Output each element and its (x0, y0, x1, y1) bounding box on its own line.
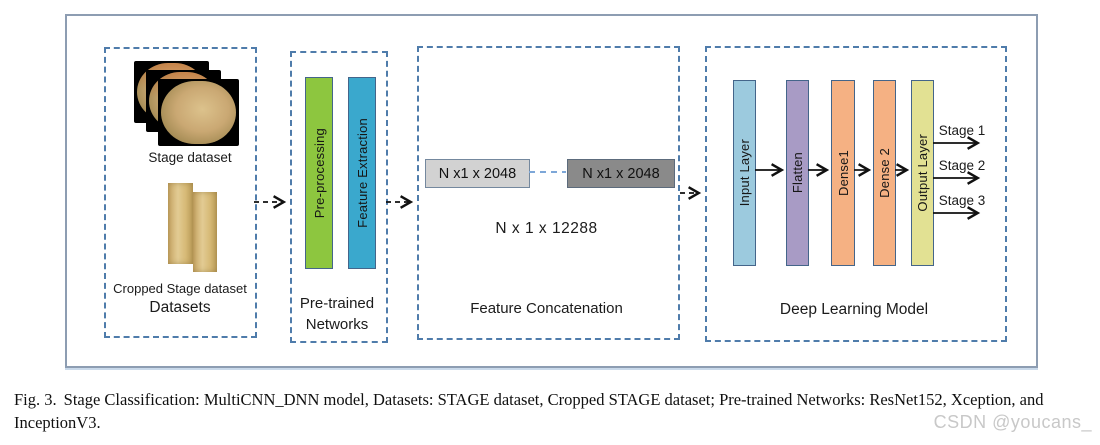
cropped-dataset-label: Cropped Stage dataset (113, 281, 247, 296)
cropped-strip (193, 192, 217, 272)
retina-blob (161, 81, 236, 144)
feature-block-right: N x1 x 2048 (567, 159, 675, 188)
preprocessing-bar: Pre-processing (305, 77, 333, 269)
layer-bar-flatten: Flatten (786, 80, 809, 266)
cropped-strip (168, 183, 193, 264)
layer-label-dense2: Dense 2 (877, 148, 892, 198)
pretrained-networks-box (290, 51, 388, 343)
layer-label-flatten: Flatten (790, 152, 805, 194)
pretrained-title-line1: Pre-trained (299, 295, 375, 312)
datasets-title: Datasets (149, 299, 211, 316)
datasets-box (104, 47, 257, 338)
layer-bar-output: Output Layer (911, 80, 934, 266)
stage-output-label: Stage 1 (938, 123, 986, 138)
deep-learning-title: Deep Learning Model (779, 301, 929, 318)
preprocessing-label: Pre-processing (311, 127, 327, 219)
feature-extraction-bar: Feature Extraction (348, 77, 376, 269)
feature-concatenation-box (417, 46, 680, 340)
feature-block-left: N x1 x 2048 (425, 159, 530, 188)
layer-label-dense1: Dense1 (835, 149, 851, 196)
stage-output-label: Stage 2 (938, 158, 986, 173)
pretrained-title-line2: Networks (305, 316, 369, 333)
pretrained-title: Pre-trained Networks (290, 293, 384, 335)
deep-learning-box (705, 46, 1007, 342)
figure-caption-number: Fig. 3. (14, 390, 57, 409)
fundus-image (158, 79, 239, 146)
layer-bar-input: Input Layer (733, 80, 756, 266)
watermark: CSDN @youcans_ (933, 412, 1092, 432)
figure-caption-text: Stage Classification: MultiCNN_DNN model… (14, 390, 1044, 432)
layer-label-output: Output Layer (915, 134, 930, 212)
concat-result-label: N x 1 x 12288 (495, 220, 598, 237)
figure-caption: Fig. 3.Stage Classification: MultiCNN_DN… (14, 388, 1094, 434)
layer-bar-dense1: Dense1 (831, 80, 855, 266)
stage-output-label: Stage 3 (938, 193, 986, 208)
concat-title: Feature Concatenation (470, 300, 623, 317)
stage-dataset-label: Stage dataset (148, 150, 232, 165)
layer-bar-dense2: Dense 2 (873, 80, 896, 266)
feature-extraction-label: Feature Extraction (354, 118, 370, 228)
layer-label-input: Input Layer (737, 139, 752, 207)
